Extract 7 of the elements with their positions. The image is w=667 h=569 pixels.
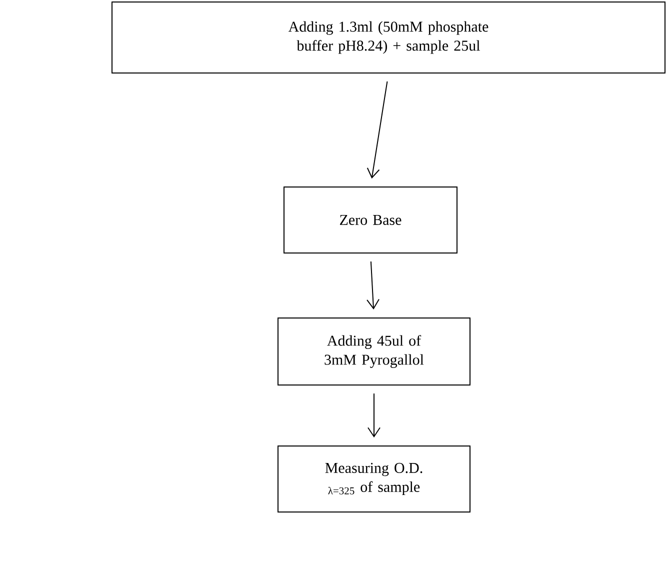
process-box: Adding 45ul of 3mM Pyrogallol <box>278 318 470 386</box>
process-box: Measuring O.D. $_{λ=325}$ of sample <box>278 446 470 512</box>
process-box: Zero Base <box>284 186 458 254</box>
arrow <box>366 80 388 179</box>
arrow <box>368 393 380 438</box>
arrow <box>366 260 380 310</box>
process-box: Adding 1.3ml (50mM phosphate buffer pH8.24) + sample 25ul <box>112 2 666 74</box>
